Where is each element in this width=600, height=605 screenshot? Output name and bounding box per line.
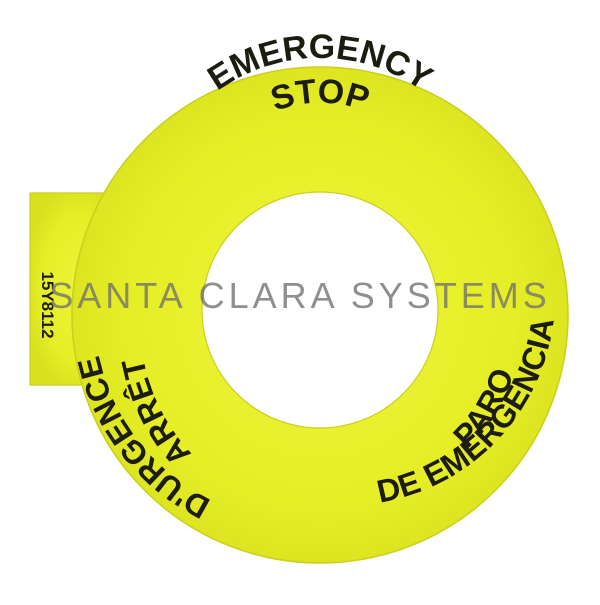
part-number: 15Y8112 [38, 271, 57, 338]
watermark-text: SANTA CLARA SYSTEMS [49, 275, 550, 316]
center-hole [201, 191, 439, 429]
